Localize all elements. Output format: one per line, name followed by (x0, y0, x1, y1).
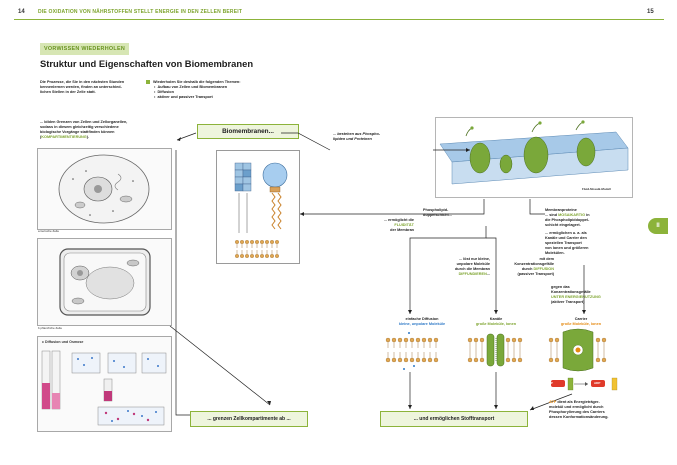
page-number-right: 15 (647, 9, 654, 15)
bestehen-text: ... bestehen aus Phospho-lipiden und Pro… (333, 132, 381, 141)
channel-membrane (467, 333, 523, 367)
intro-text: Die Prozesse, die Sie in den nächsten St… (40, 80, 125, 94)
compartment-box: ... grenzen Zellkompartimente ab ... (190, 411, 308, 427)
animal-cell-figure (37, 148, 172, 230)
animal-cell-svg (58, 154, 150, 224)
diffusion-svg (41, 350, 167, 426)
phospholipid-svg (234, 162, 288, 258)
phospholipid-figure (216, 150, 300, 264)
header-rule (14, 19, 664, 20)
atp-explanation: ATP dient als Energieträger- molekül und… (549, 400, 609, 419)
phospholipid-heading: Phospholipid-doppelschicht... (423, 208, 452, 217)
atp-badge: ATP (547, 381, 553, 385)
page-number-left: 14 (18, 9, 25, 15)
fluid-mosaic-label: Fluid-Mosaik-Modell (582, 187, 611, 191)
chapter-side-tab: II (648, 218, 668, 234)
left-intro-text: ... bilden Grenzen von Zellen und Zellor… (40, 120, 128, 139)
diffusion-figure: c Diffusion und Osmose (37, 336, 172, 432)
page-header: 14 DIE OXIDATION VON NÄHRSTOFFEN STELLT … (0, 0, 677, 22)
membrane-proteins-text: Membranproteine ... sind MOSAIKARTIG in … (545, 208, 590, 255)
diffusion-figure-title: c Diffusion und Osmose (42, 340, 84, 344)
plant-cell-figure (37, 238, 172, 326)
biomembranen-box: Biomembranen... (197, 124, 299, 139)
topics-list: Wiederholen Sie deshalb die folgenden Th… (146, 80, 336, 100)
transport-box: ... und ermöglichen Stofftransport (380, 411, 528, 427)
topic-square-icon (146, 80, 150, 84)
adp-badge: ADP (594, 381, 601, 385)
page-title: Struktur und Eigenschaften von Biomembra… (40, 58, 254, 69)
plant-cell-caption: b pflanzliche Zelle (38, 326, 63, 330)
animal-cell-caption: a tierische Zelle (38, 229, 60, 233)
section-tag: VORWISSEN WIEDERHOLEN (40, 43, 130, 55)
fluid-mosaic-figure: Fluid-Mosaik-Modell (435, 117, 633, 198)
plant-cell-svg (59, 248, 151, 316)
fluid-mosaic-svg (439, 120, 629, 185)
carrier-membrane (548, 328, 618, 391)
running-head: DIE OXIDATION VON NÄHRSTOFFEN STELLT ENE… (38, 9, 243, 15)
simple-diffusion-membrane (384, 332, 439, 370)
